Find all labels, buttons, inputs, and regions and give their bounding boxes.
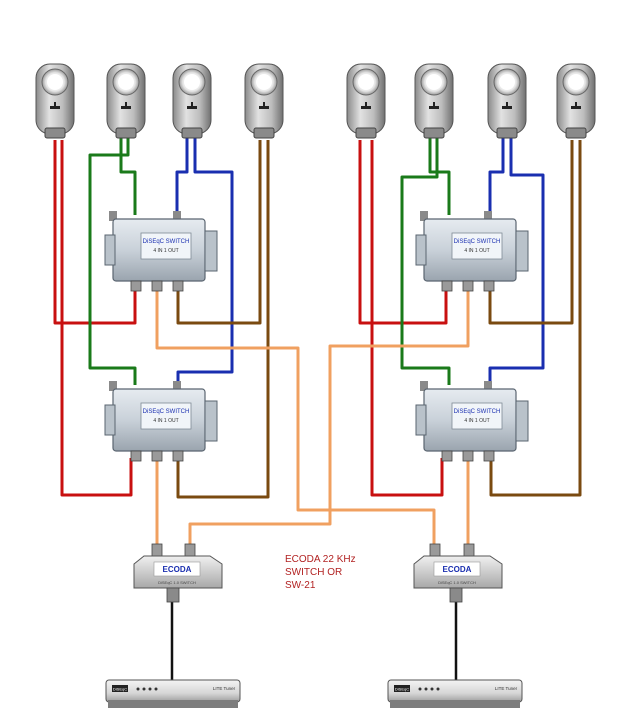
switch-brand-text: ECODA	[443, 565, 472, 574]
diseqc-title-text: DiSEqC SWITCH	[454, 239, 501, 245]
lnb-1	[35, 63, 75, 139]
switch-small-print-text: DiSEqC 1.0 SWITCH	[158, 580, 196, 585]
receiver-right: DiSEqC LITE Tuner	[387, 679, 523, 708]
22khz-switch-right: ECODA DiSEqC 1.0 SWITCH	[413, 543, 503, 603]
switch-note-line-3: SW-21	[285, 580, 316, 591]
wire-red-left-lower	[60, 140, 133, 497]
wire-green-right-upper	[428, 138, 451, 215]
diseqc-sub-text: 4 IN 1 OUT	[464, 248, 489, 254]
lnb-5	[346, 63, 386, 139]
lnb-logo-icon	[50, 102, 60, 109]
lnb-logo-icon	[187, 102, 197, 109]
wire-blue-left-upper	[175, 138, 189, 215]
diseqc-sub-text: 4 IN 1 OUT	[153, 418, 178, 424]
lnb-logo-icon	[429, 102, 439, 109]
switch-note: ECODA 22 KHz SWITCH OR SW-21	[285, 553, 356, 592]
diseqc-sub-text: 4 IN 1 OUT	[153, 248, 178, 254]
diseqc-switch-right-top: DiSEqC SWITCH 4 IN 1 OUT	[415, 211, 529, 292]
22khz-switch-left: ECODA DiSEqC 1.0 SWITCH	[133, 543, 223, 603]
lnb-2	[106, 63, 146, 139]
wire-orange-right-upper-to-left-switch	[188, 288, 470, 552]
lnb-8	[556, 63, 596, 139]
diseqc-switch-left-bottom: DiSEqC SWITCH 4 IN 1 OUT	[104, 381, 218, 462]
receiver-badge-text: DiSEqC	[395, 687, 409, 692]
lnb-6	[414, 63, 454, 139]
lnb-3	[172, 63, 212, 139]
switch-small-print-text: DiSEqC 1.0 SWITCH	[438, 580, 476, 585]
wire-blue-right-lower	[488, 138, 545, 385]
wire-green-left-lower	[88, 138, 137, 385]
diseqc-switch-right-bottom: DiSEqC SWITCH 4 IN 1 OUT	[415, 381, 529, 462]
wire-red-right-lower	[370, 140, 444, 497]
wire-orange-left-upper-to-right-switch	[155, 288, 436, 552]
diseqc-title-text: DiSEqC SWITCH	[454, 409, 501, 415]
wire-blue-right-upper	[488, 138, 505, 215]
lnb-7	[487, 63, 527, 139]
receiver-badge-text: DiSEqC	[113, 687, 127, 692]
diseqc-switch-left-top: DiSEqC SWITCH 4 IN 1 OUT	[104, 211, 218, 292]
lnb-logo-icon	[259, 102, 269, 109]
switch-note-line-2: SWITCH OR	[285, 567, 343, 578]
wire-brown-right-lower	[489, 140, 582, 497]
lnb-logo-icon	[121, 102, 131, 109]
diseqc-sub-text: 4 IN 1 OUT	[464, 418, 489, 424]
switch-brand-text: ECODA	[163, 565, 192, 574]
receiver-left: DiSEqC LITE Tuner	[105, 679, 241, 708]
diseqc-title-text: DiSEqC SWITCH	[143, 409, 190, 415]
lnb-4	[244, 63, 284, 139]
wire-brown-left-upper	[176, 140, 262, 325]
wire-blue-left-lower	[176, 138, 234, 385]
wire-red-left-upper	[53, 140, 137, 325]
diseqc-title-text: DiSEqC SWITCH	[143, 239, 190, 245]
switch-note-line-1: ECODA 22 KHz	[285, 554, 356, 565]
wire-brown-right-upper	[488, 140, 574, 325]
lnb-logo-icon	[571, 102, 581, 109]
receiver-brand-text: LITE Tuner	[213, 686, 236, 691]
receiver-brand-text: LITE Tuner	[495, 686, 518, 691]
lnb-logo-icon	[361, 102, 371, 109]
wire-brown-left-lower	[176, 140, 270, 499]
lnb-logo-icon	[502, 102, 512, 109]
wire-green-right-lower	[400, 138, 451, 385]
